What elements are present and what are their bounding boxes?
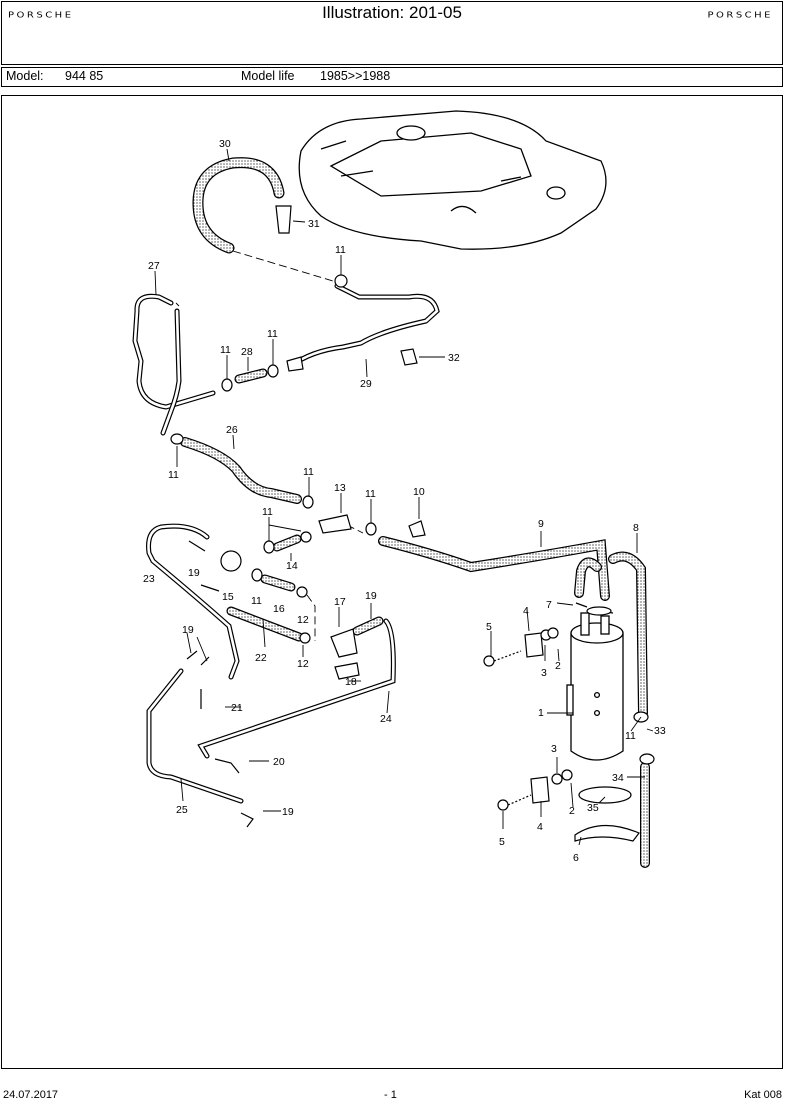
callout-5: 5 [499,836,505,848]
callout-11: 11 [220,344,231,356]
callout-11: 11 [303,466,314,478]
charcoal-canister [566,612,624,761]
callout-12: 12 [297,614,309,626]
callout-12: 12 [297,658,309,670]
callout-33: 33 [654,725,666,737]
callout-9: 9 [538,518,544,530]
hose-lines [180,157,650,868]
callout-10: 10 [413,486,425,498]
callout-26: 26 [226,424,238,436]
callout-32: 32 [448,352,460,364]
callout-30: 30 [219,138,231,150]
exploded-parts-diagram: 30 31 11 27 11 28 11 29 32 26 11 11 13 1… [132,110,666,868]
footer-catalog: Kat 008 [744,1089,782,1101]
brand-logo-right: PORSCHE [707,11,773,20]
callout-28: 28 [241,346,253,358]
callout-23: 23 [143,573,155,585]
callout-27: 27 [148,260,160,272]
model-value: 944 85 [65,69,104,83]
callout-22: 22 [255,652,267,664]
footer-date: 24.07.2017 [3,1089,59,1101]
model-life-value: 1985>>1988 [320,69,391,83]
callout-21: 21 [231,702,243,714]
callout-16: 16 [273,603,285,615]
illustration-panel: 30 31 11 27 11 28 11 29 32 26 11 11 13 1… [1,95,783,1069]
callout-6: 6 [573,852,579,864]
callout-11: 11 [168,469,179,481]
callout-25: 25 [176,804,188,816]
callout-18: 18 [345,676,357,688]
callout-1: 1 [538,707,544,719]
callout-11: 11 [267,328,278,340]
callout-19: 19 [365,590,377,602]
callout-19: 19 [182,624,194,636]
callout-19: 19 [282,806,294,818]
callout-19: 19 [188,567,200,579]
callout-4: 4 [537,821,543,833]
callout-3: 3 [541,667,547,679]
tube-lines [132,283,440,804]
leader-lines [154,148,654,846]
callout-20: 20 [273,756,285,768]
fuel-tank-drawing [298,110,607,250]
callout-11: 11 [251,595,262,607]
callout-7: 7 [546,599,552,611]
callout-11: 11 [625,730,636,742]
callout-15: 15 [222,591,234,603]
callout-35: 35 [587,802,599,814]
callout-11: 11 [262,506,273,518]
callout-8: 8 [633,522,639,534]
callout-13: 13 [334,482,346,494]
small-parts [170,205,655,842]
model-info-bar: Model: 944 85 Model life 1985>>1988 [1,67,783,87]
callout-3: 3 [551,743,557,755]
footer-page-number: - 1 [384,1089,397,1101]
callout-11: 11 [335,244,346,256]
callout-2: 2 [555,660,561,672]
callout-29: 29 [360,378,372,390]
brand-logo-left: PORSCHE [8,11,74,20]
callout-24: 24 [380,713,392,725]
header: PORSCHE Illustration: 201-05 PORSCHE [1,1,783,65]
callout-14: 14 [286,560,298,572]
model-label: Model: [6,69,44,83]
callout-2: 2 [569,805,575,817]
callout-31: 31 [308,218,320,230]
callout-labels: 30 31 11 27 11 28 11 29 32 26 11 11 13 1… [143,138,666,864]
callout-17: 17 [334,596,346,608]
page-title: Illustration: 201-05 [322,3,462,22]
callout-5: 5 [486,621,492,633]
callout-11: 11 [365,488,376,500]
callout-34: 34 [612,772,624,784]
model-life-label: Model life [241,69,295,83]
callout-4: 4 [523,605,529,617]
